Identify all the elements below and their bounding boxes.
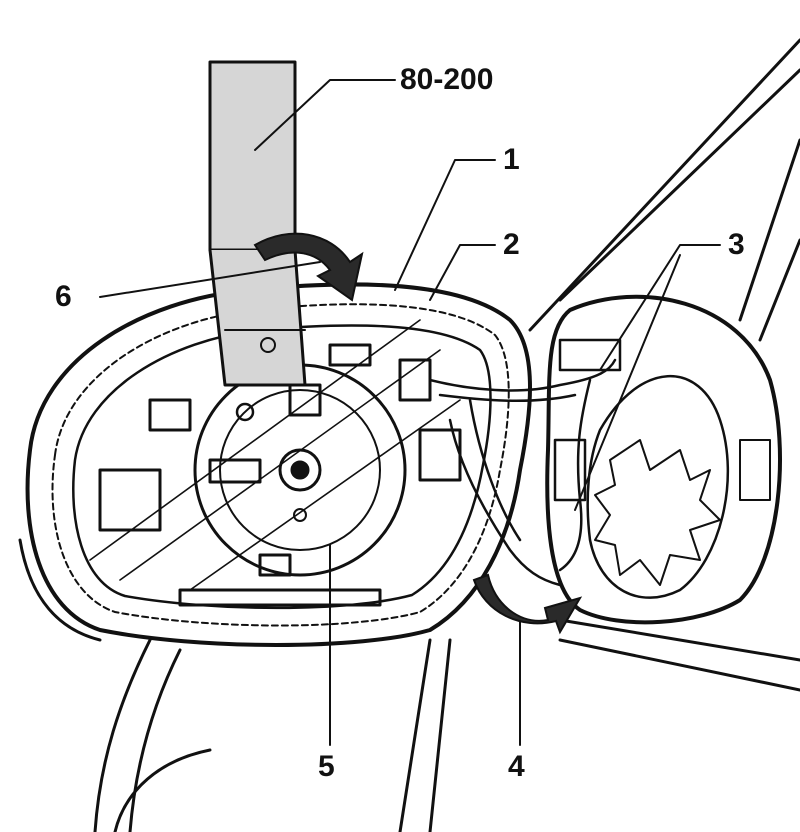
- rotation-arrows: [253, 232, 583, 635]
- callout-4: 4: [508, 750, 525, 783]
- arrow-up-rotation-icon: [253, 232, 364, 302]
- callout-tool: 80-200: [400, 63, 494, 96]
- callout-1: 1: [503, 143, 520, 176]
- callout-2: 2: [503, 228, 520, 261]
- mirror-glass: [545, 294, 782, 625]
- callout-3: 3: [728, 228, 745, 261]
- arrow-down-rotation-icon: [472, 573, 583, 635]
- guide-lines: [89, 319, 461, 591]
- door-frame: [398, 38, 800, 832]
- wiring-harness: [428, 338, 622, 587]
- callout-6: 6: [55, 280, 72, 313]
- leader-lines: [99, 79, 721, 746]
- callout-5: 5: [318, 750, 335, 783]
- adjusting-unit: [193, 363, 407, 577]
- tool-80-200: [208, 60, 307, 387]
- wheel-arch: [93, 638, 212, 832]
